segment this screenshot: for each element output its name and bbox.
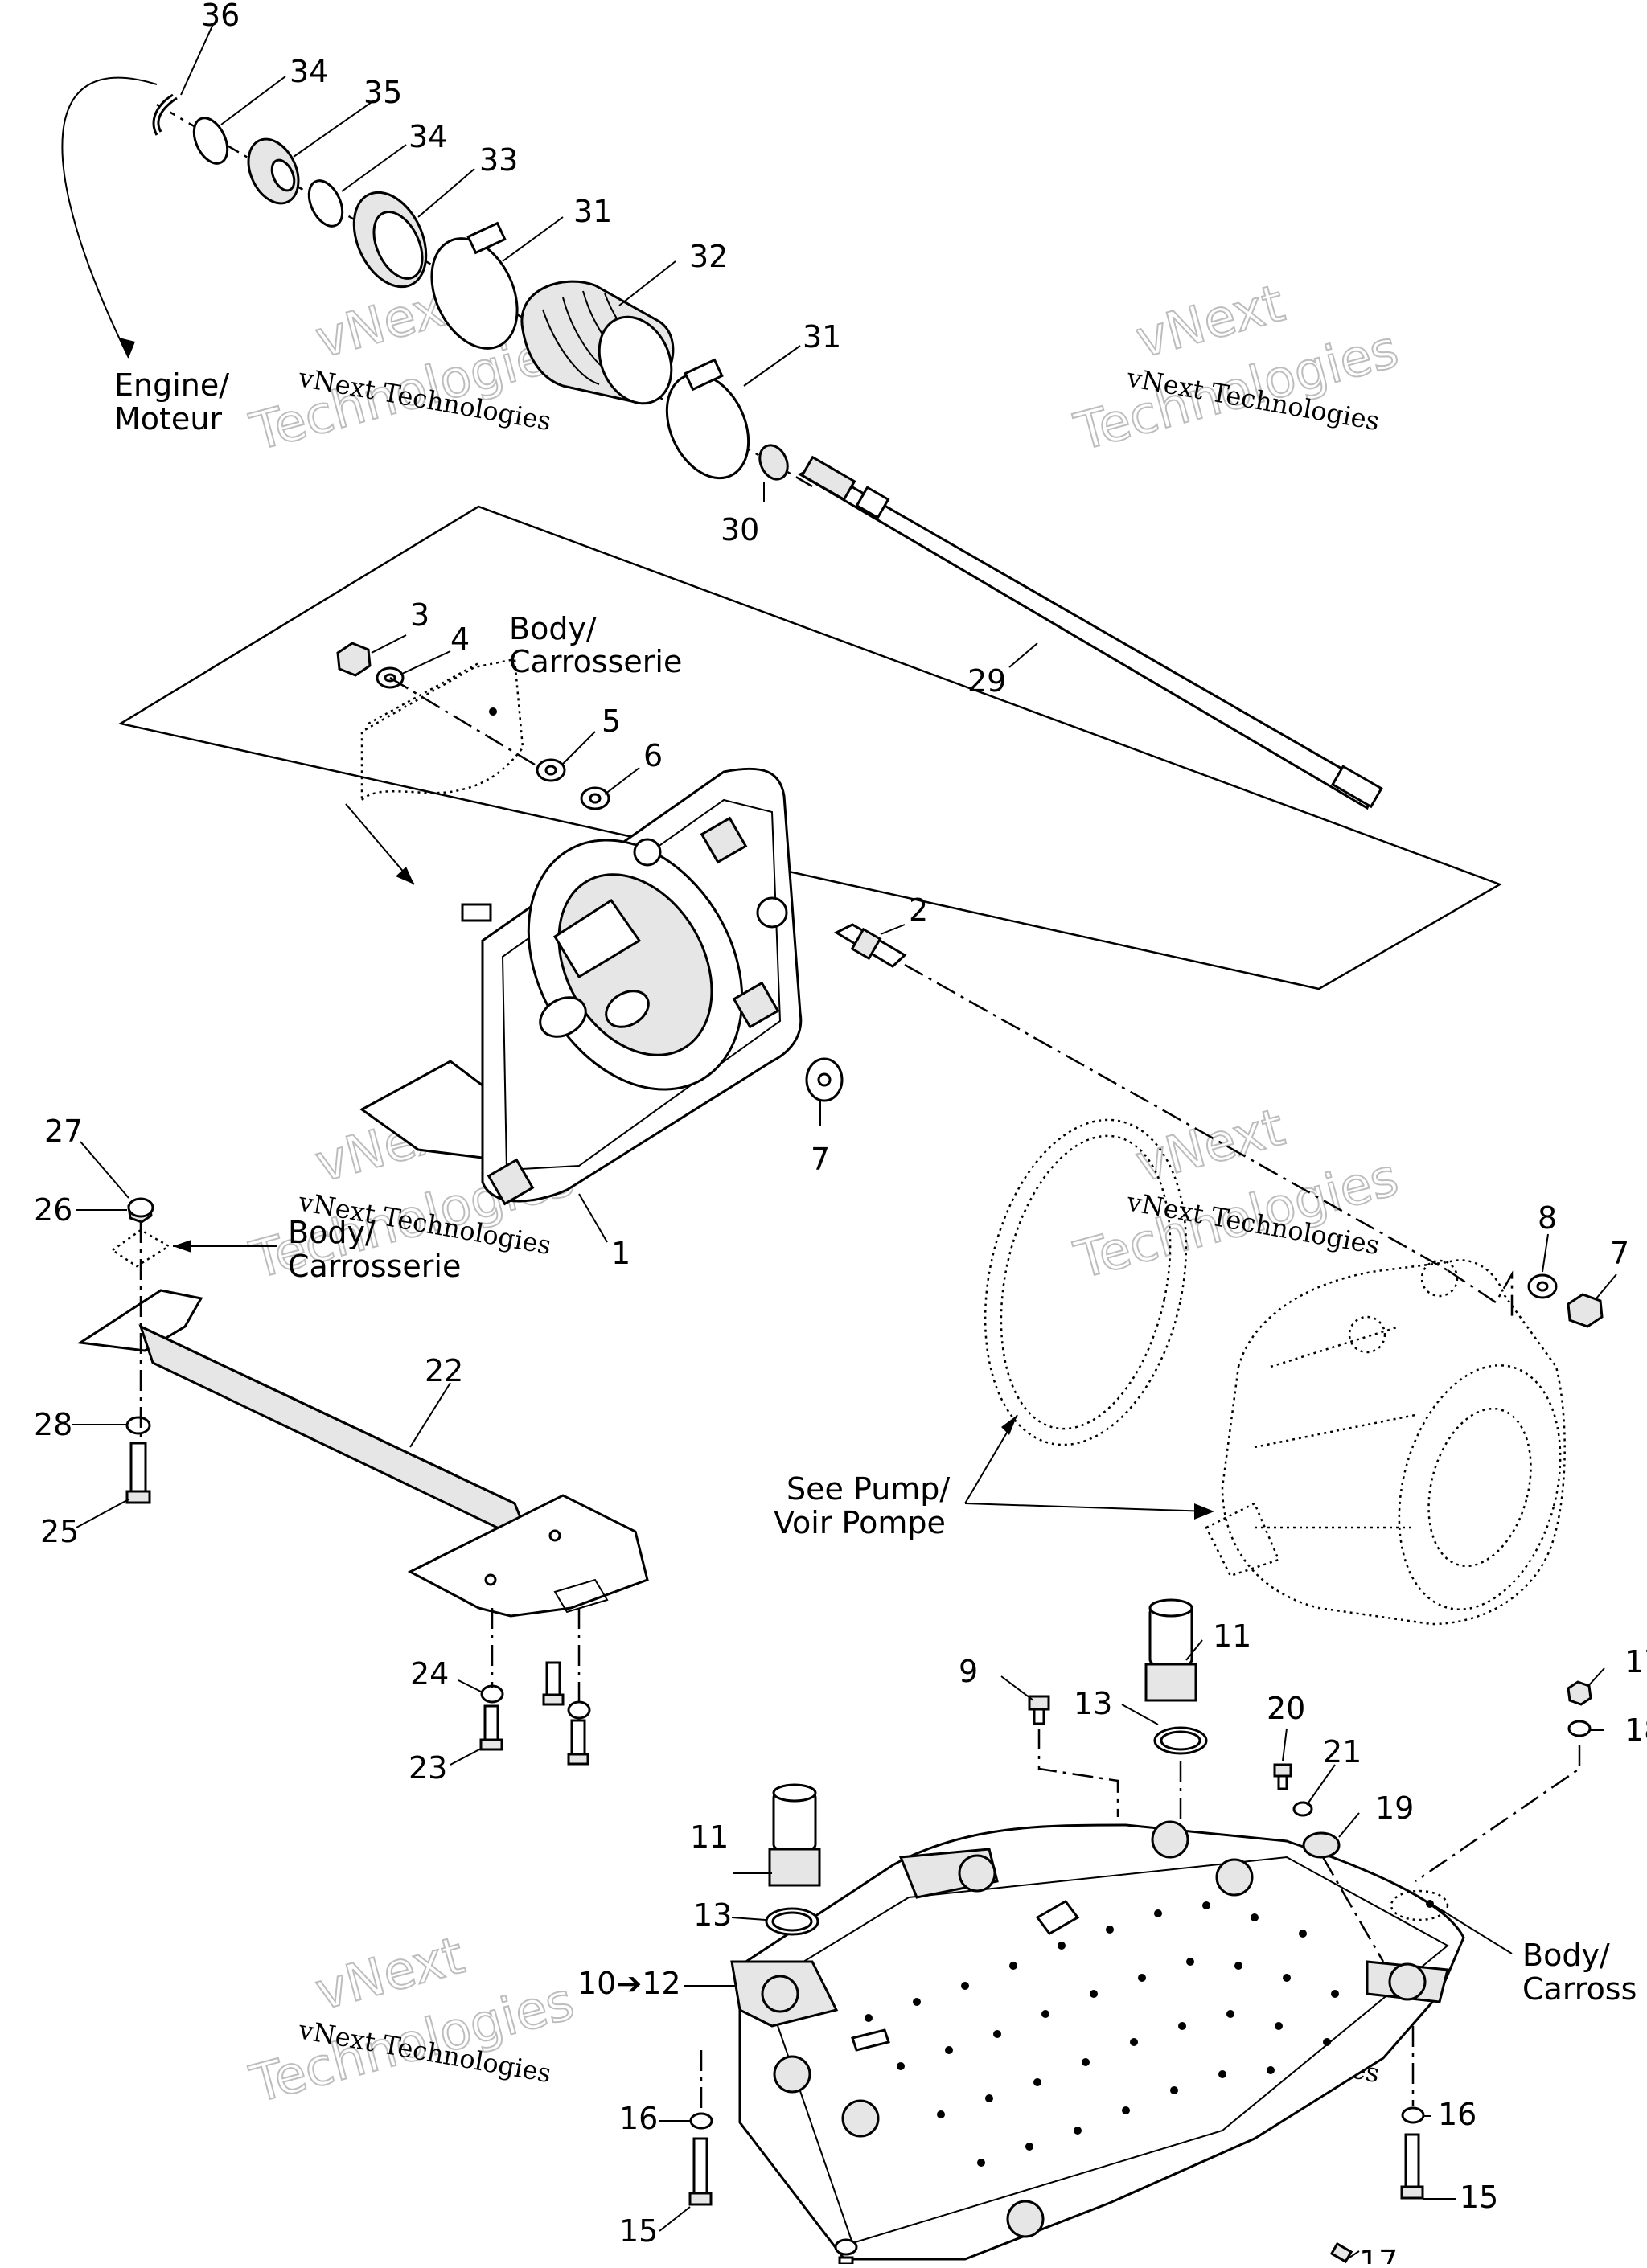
screw-part	[1273, 1763, 1292, 1778]
callout-4: 4	[450, 621, 470, 657]
bolts-bottom	[688, 2026, 1425, 2266]
label-body: Body/	[1522, 1938, 1610, 1973]
fitting-part	[765, 1783, 821, 1936]
callout-14: 13	[1074, 1686, 1112, 1721]
callout-16: 16	[619, 2101, 658, 2136]
callout-5: 5	[602, 703, 621, 739]
ride-plate-part	[730, 1820, 1465, 2261]
jet-pump-support-part	[359, 767, 803, 1206]
callout-34: 34	[290, 54, 328, 89]
callout-13: 11	[1213, 1618, 1251, 1654]
callout-15: 15	[619, 2213, 658, 2249]
jet-pump-outline	[1205, 1259, 1566, 1626]
callout-30: 30	[721, 512, 759, 548]
watermark-5: vNext Technologies vNext Technologies	[244, 1926, 581, 2116]
circlip-part	[152, 93, 178, 136]
callout-cut: 17	[1359, 2244, 1398, 2264]
clamp-part	[430, 237, 519, 350]
label-carrosserie: Carrosserie	[288, 1249, 461, 1284]
callout-20: 20	[1267, 1691, 1305, 1726]
drive-shaft-assembly	[61, 76, 1383, 810]
bushing-part	[758, 444, 789, 481]
watermark-4: vNext Technologies vNext Technologies	[1068, 1097, 1405, 1292]
label-body: Body/	[509, 611, 597, 646]
inset-box	[117, 505, 1502, 990]
hardware-top-left	[336, 642, 610, 810]
nut-part	[1567, 1293, 1604, 1328]
callout-33: 33	[479, 142, 518, 178]
clamp-part	[665, 372, 750, 480]
callout-8: 8	[1538, 1200, 1557, 1236]
callout-31: 31	[573, 194, 612, 229]
callout-19: 19	[1375, 1790, 1414, 1826]
callout-1: 1	[611, 1236, 630, 1271]
retainer-part	[805, 1057, 844, 1113]
watermark-2: vNext Technologies vNext Technologies	[1068, 273, 1405, 464]
drive-shaft-part	[797, 455, 1383, 810]
hardware-left	[125, 1197, 591, 1766]
nut-part	[336, 642, 372, 677]
callout-7: 7	[1610, 1236, 1629, 1271]
callout-23: 23	[409, 1750, 447, 1786]
callout-29: 29	[967, 663, 1006, 699]
callout-28: 28	[34, 1407, 72, 1442]
callout-21: 21	[1323, 1734, 1362, 1770]
callout-2: 2	[909, 892, 928, 928]
callout-16: 16	[1438, 2097, 1477, 2132]
callout-31: 31	[803, 319, 841, 355]
ring-outline	[984, 1118, 1188, 1446]
callout-22: 22	[425, 1353, 463, 1388]
callout-27: 27	[44, 1113, 83, 1149]
callout-25: 25	[40, 1514, 79, 1549]
label-voir-pompe: Voir Pompe	[774, 1505, 946, 1540]
grommet-part	[1302, 1831, 1341, 1859]
label-engine: Engine/	[114, 367, 229, 403]
callout-36: 36	[201, 0, 240, 33]
callout-17: 17	[1624, 1644, 1647, 1679]
callout-15: 15	[1460, 2180, 1498, 2215]
callout-26: 26	[34, 1192, 72, 1228]
body-panel-outline	[360, 658, 524, 803]
label-moteur: Moteur	[114, 401, 222, 437]
label-carrosserie: Carross	[1522, 1971, 1637, 2007]
callouts: 36 34 35 34 33 31 32 31 30 29 3 4 5 6 2 …	[34, 0, 1647, 2268]
callout-35: 35	[363, 75, 402, 110]
callout-32: 32	[689, 239, 728, 274]
callout-11: 9	[959, 1654, 978, 1689]
callout-34: 34	[409, 119, 447, 154]
body-panel-outline	[1390, 1889, 1449, 1921]
callout-13: 11	[690, 1819, 729, 1855]
callout-6: 6	[643, 738, 663, 773]
label-carrosserie: Carrosserie	[509, 644, 682, 679]
support-bracket-part	[76, 1289, 649, 1618]
callout-9: 7	[811, 1142, 830, 1177]
label-see-pump: See Pump/	[787, 1471, 950, 1507]
o-ring-part	[192, 117, 229, 165]
text-labels: Engine/ Moteur Body/ Carrosserie Body/ C…	[114, 367, 1637, 2007]
callout-range-10-12: 10➔12	[577, 1966, 681, 2001]
stud-part	[833, 923, 907, 968]
callout-3: 3	[410, 597, 429, 633]
callout-24: 24	[410, 1656, 449, 1692]
callout-leaders	[72, 23, 1617, 2262]
o-ring-part	[307, 179, 344, 228]
screw-part	[1028, 1695, 1050, 1711]
boot-part	[520, 280, 675, 405]
label-body: Body/	[288, 1215, 376, 1250]
callout-18: 18	[1624, 1712, 1647, 1748]
callout-14: 13	[693, 1897, 732, 1933]
fitting-part	[1144, 1598, 1208, 1825]
